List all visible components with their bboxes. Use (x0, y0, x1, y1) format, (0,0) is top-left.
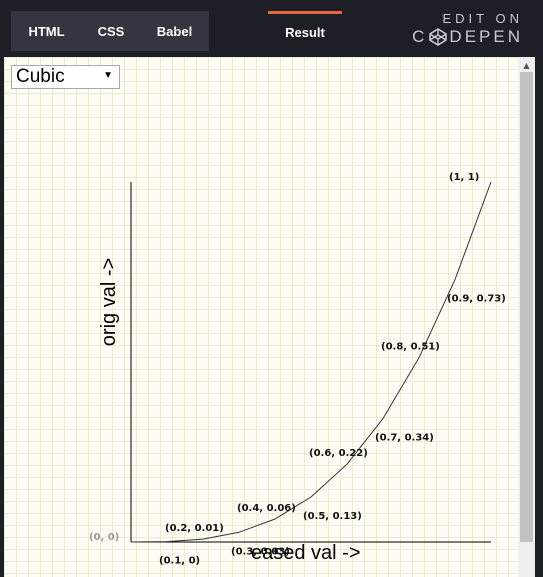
point-label: (0.9, 0.73) (447, 294, 506, 305)
codepen-toolbar: HTML CSS Babel Result EDIT ON C DEPEN (0, 0, 543, 57)
codepen-logo-icon (429, 28, 448, 46)
scroll-up-icon[interactable]: ▲ (523, 60, 530, 70)
tab-html[interactable]: HTML (11, 11, 82, 51)
result-frame: Cubic ▼ (0, 0) (0.1, 0) (0.2, 0.01) (0.3, 0… (4, 57, 518, 577)
point-label: (1, 1) (449, 172, 479, 183)
x-axis-label: eased val -> (251, 542, 361, 564)
point-label: (0.1, 0) (159, 556, 200, 567)
point-label: (0.3, 0.03) (231, 546, 290, 557)
brand-word: DEPEN (449, 27, 523, 46)
tab-css[interactable]: CSS (82, 11, 140, 51)
point-label: (0.2, 0.01) (165, 523, 224, 534)
easing-select-value: Cubic (16, 66, 65, 87)
point-label: (0.6, 0.22) (309, 448, 368, 459)
brand-letter: C (412, 27, 428, 46)
tab-babel[interactable]: Babel (140, 11, 209, 51)
y-axis-label: orig val -> (98, 258, 120, 346)
tab-result[interactable]: Result (268, 11, 342, 51)
vertical-scrollbar[interactable]: ▲ (518, 57, 535, 577)
easing-select[interactable]: Cubic ▼ (11, 65, 120, 89)
brand-line1: EDIT ON (442, 11, 523, 26)
point-label: (0, 0) (89, 532, 119, 543)
dropdown-arrow-icon: ▼ (103, 70, 113, 81)
point-label: (0.8, 0.51) (381, 342, 440, 353)
point-label: (0.5, 0.13) (303, 511, 362, 522)
edit-on-codepen-link[interactable]: EDIT ON C DEPEN (412, 12, 523, 48)
point-label: (0.4, 0.06) (237, 503, 296, 514)
easing-chart: (0, 0) (0.1, 0) (0.2, 0.01) (0.3, 0.03) (0.4… (89, 172, 506, 567)
scroll-thumb[interactable] (520, 72, 533, 542)
curve-line (130, 181, 492, 543)
point-label: (0.7, 0.34) (375, 433, 434, 444)
